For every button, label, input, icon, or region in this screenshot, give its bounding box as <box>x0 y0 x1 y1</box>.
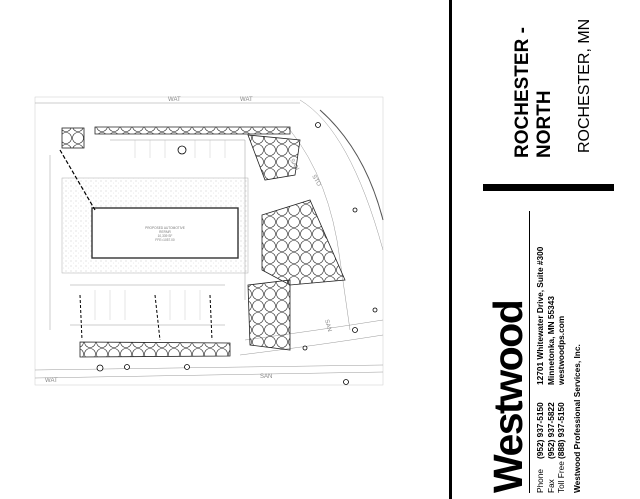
toll-free-label: Toll Free <box>556 461 566 493</box>
fax-label: Fax <box>545 479 556 493</box>
phone-number: (952) 937-5150 <box>535 402 545 459</box>
sanitary-label: SAN <box>260 374 272 380</box>
project-title-line1: ROCHESTER - <box>512 27 533 158</box>
website-link[interactable]: westwoodps.com <box>556 315 566 385</box>
building-label-3: 10,339 SF <box>158 234 173 238</box>
westwood-logo: Westwood <box>485 300 531 493</box>
water-label: WAT <box>240 97 253 103</box>
project-title: ROCHESTER - NORTH <box>512 18 556 158</box>
project-location-block: ROCHESTER, MN <box>576 13 594 153</box>
water-label: WAT <box>168 97 181 103</box>
street-address: 12701 Whitewater Drive, Suite #300 <box>535 246 545 385</box>
phone-label: Phone <box>535 469 545 493</box>
toll-free-number: (888) 937-5150 <box>556 402 566 459</box>
storm-label: STO <box>310 174 321 188</box>
title-block-border <box>449 0 452 499</box>
sanitary-label: SAN <box>288 158 299 172</box>
site-plan-drawing: PROPOSED AUTOMOTIVE REPAIR 10,339 SF FFE… <box>34 96 384 386</box>
project-location: ROCHESTER, MN <box>576 18 593 153</box>
proposed-building <box>91 207 239 259</box>
building-label-1: PROPOSED AUTOMOTIVE <box>145 226 185 230</box>
company-name: Westwood Professional Services, Inc. <box>571 344 582 493</box>
title-separator-bar <box>483 184 614 191</box>
project-title-line2: NORTH <box>534 90 555 158</box>
water-label: WAT <box>45 378 58 384</box>
city-address: Minnetonka, MN 55343 <box>545 296 556 385</box>
building-label-2: REPAIR <box>159 230 171 234</box>
sanitary-label: SAN <box>323 319 332 332</box>
building-label-4: FFE=1057.00 <box>155 238 175 242</box>
firm-info-block: Westwood Phone Fax Toll Free (952) 937-5… <box>485 208 582 493</box>
fax-number: (952) 937-5822 <box>545 402 556 459</box>
